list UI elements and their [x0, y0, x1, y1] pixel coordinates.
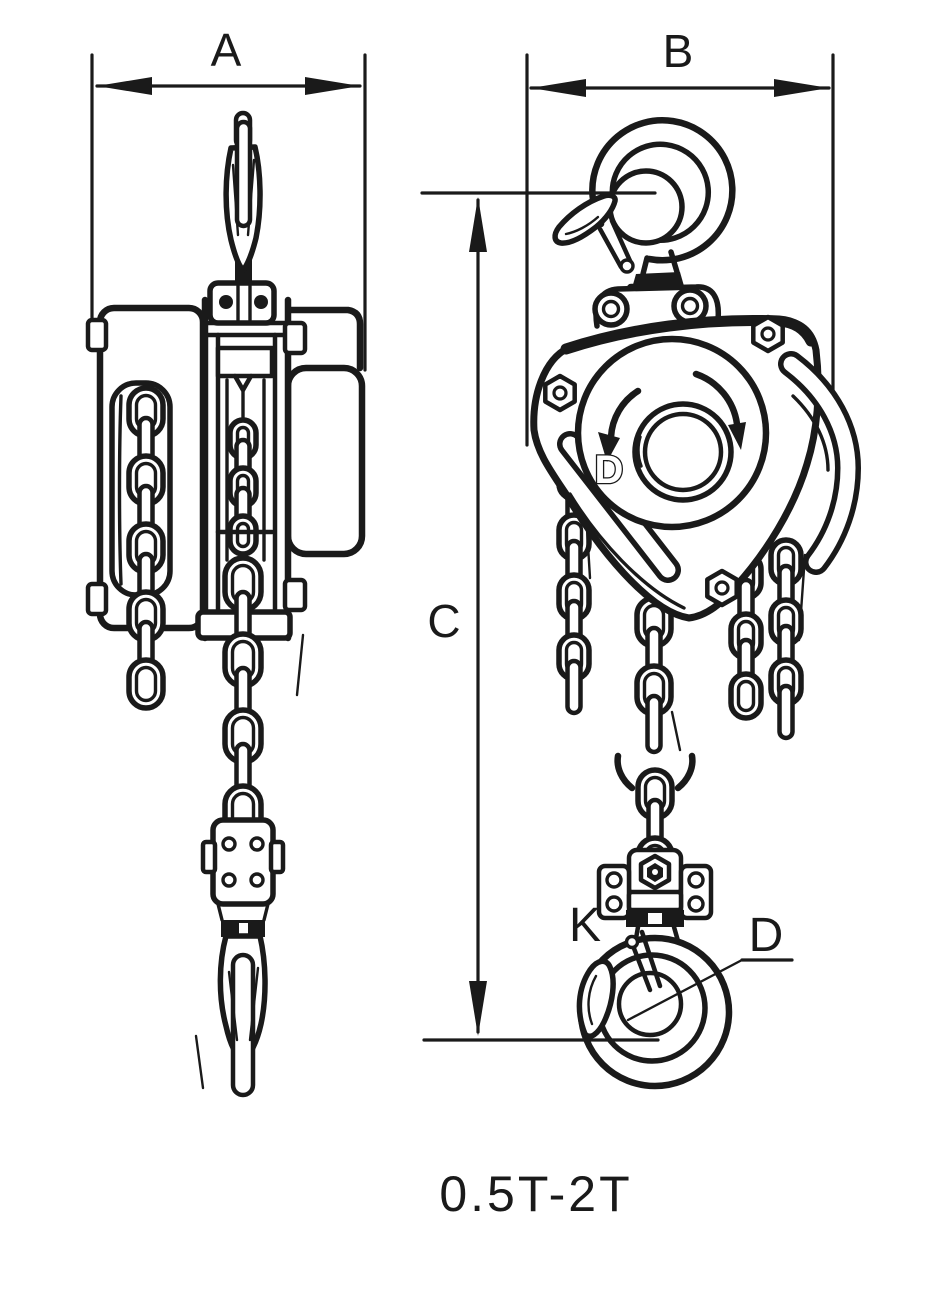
bolt-nub-icon — [85, 581, 109, 617]
hex-bolt-icon — [751, 314, 785, 354]
handwheel-d-label: D — [595, 448, 624, 492]
load-chain-front — [634, 595, 674, 755]
capacity-caption: 0.5T-2T — [439, 1166, 632, 1222]
bolt-nub-icon — [282, 577, 308, 613]
bottom-hook-detail: K D — [569, 752, 794, 1090]
hex-bolt-icon — [543, 373, 577, 413]
bottom-hook-edge-icon — [200, 817, 286, 1098]
side-view-drawing — [85, 110, 366, 1098]
hand-wheel: D — [574, 335, 770, 531]
rotation-arrow-icon — [692, 370, 741, 428]
latch-pivot-icon — [624, 934, 640, 950]
hand-chain-right-a — [728, 551, 764, 721]
latch-pivot-icon — [619, 258, 635, 274]
load-chain-drop-side — [222, 555, 264, 841]
dim-a-label: A — [211, 24, 242, 76]
dim-c-label: C — [427, 595, 460, 647]
hex-bolts — [543, 314, 785, 608]
top-hook-icon — [552, 117, 736, 301]
dimension-b: B — [525, 25, 835, 447]
swivel-assembly — [596, 847, 714, 927]
front-view-drawing: D — [530, 117, 862, 755]
bolt-nub-icon — [282, 320, 308, 356]
load-chain-inner — [227, 417, 259, 557]
chain-guide-right — [778, 351, 862, 575]
load-chain-side — [126, 385, 166, 711]
dimension-c: C — [420, 191, 660, 1042]
hex-bolt-icon — [705, 568, 739, 608]
rotation-arrow-icon — [607, 387, 642, 441]
leader-line — [626, 958, 744, 1022]
bolt-nub-icon — [85, 317, 109, 353]
dim-b-label: B — [663, 25, 694, 77]
hand-chain-right-b — [768, 537, 804, 741]
hook-d-label: D — [749, 909, 784, 962]
dimension-a: A — [90, 24, 367, 372]
top-hook-edge-icon — [223, 110, 263, 284]
hook-k-label: K — [569, 899, 601, 952]
